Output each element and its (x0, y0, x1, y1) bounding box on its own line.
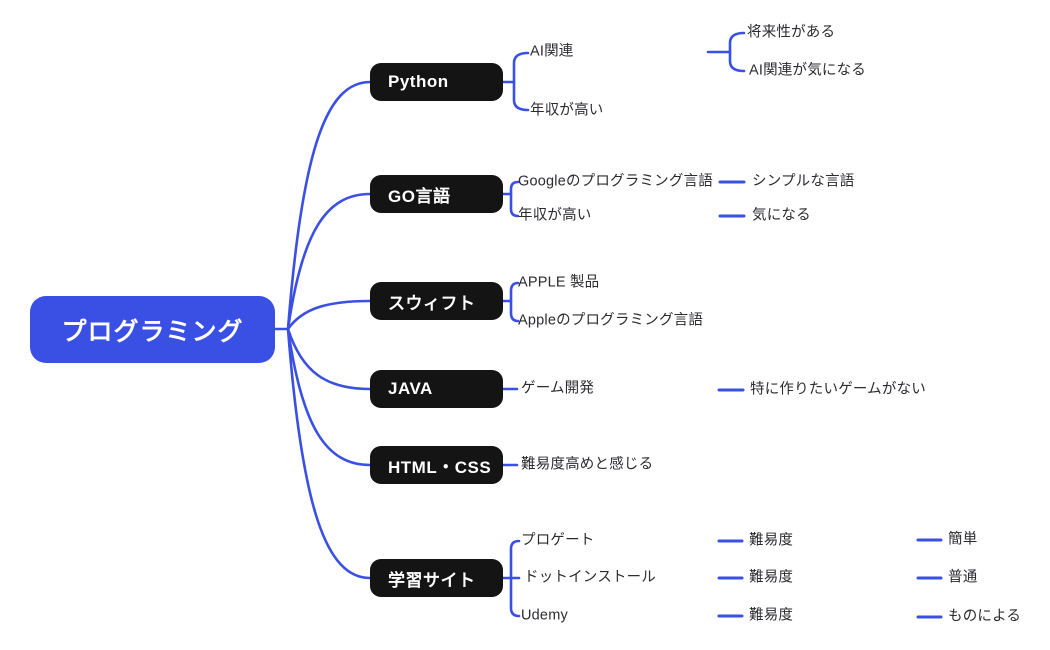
topic-apple-seihin[interactable]: APPLE 製品 (518, 274, 600, 291)
connector-aikanren-children (728, 31, 746, 73)
root-node-programming[interactable]: プログラミング (30, 296, 275, 363)
topic-nenshu-python[interactable]: 年収が高い (530, 102, 604, 119)
connector-root-java (286, 327, 372, 391)
topic-nanido-dotinstall[interactable]: 難易度 (749, 569, 794, 586)
topic-udemy[interactable]: Udemy (521, 607, 568, 624)
topic-progate[interactable]: プロゲート (521, 532, 595, 549)
topic-game-nai[interactable]: 特に作りたいゲームがない (750, 381, 926, 398)
branch-node-python[interactable]: Python (370, 63, 503, 101)
connector-root-swift (286, 299, 372, 331)
topic-ai-kanren[interactable]: AI関連 (530, 43, 574, 60)
topic-kininaru[interactable]: 気になる (752, 207, 811, 224)
topic-apple-lang[interactable]: Appleのプログラミング言語 (518, 312, 704, 329)
connector-python-children (512, 51, 530, 112)
topic-nenshu-go[interactable]: 年収が高い (518, 207, 592, 224)
connector-root-python (286, 80, 372, 331)
topic-game-dev[interactable]: ゲーム開発 (521, 380, 595, 397)
topic-ai-kininaru[interactable]: AI関連が気になる (749, 62, 866, 79)
topic-simple-lang[interactable]: シンプルな言語 (752, 173, 855, 190)
branch-node-gakushu[interactable]: 学習サイト (370, 559, 503, 597)
topic-nanido-progate[interactable]: 難易度 (749, 532, 794, 549)
connector-root-htmlcss (286, 327, 372, 467)
branch-node-go[interactable]: GO言語 (370, 175, 503, 213)
topic-shoraisei[interactable]: 将来性がある (747, 24, 836, 41)
branch-node-swift[interactable]: スウィフト (370, 282, 503, 320)
connector-go-children (509, 180, 520, 218)
topic-google-lang[interactable]: Googleのプログラミング言語 (518, 173, 713, 190)
topic-dotinstall[interactable]: ドットインストール (524, 569, 657, 586)
topic-mononiyoru[interactable]: ものによる (948, 608, 1022, 625)
topic-nanido-takame[interactable]: 難易度高めと感じる (521, 456, 654, 473)
branch-node-htmlcss[interactable]: HTML・CSS (370, 446, 503, 484)
branch-node-java[interactable]: JAVA (370, 370, 503, 408)
topic-nanido-udemy[interactable]: 難易度 (749, 607, 794, 624)
connector-swift-children (509, 281, 520, 323)
topic-kantan[interactable]: 簡単 (948, 531, 978, 548)
connector-root-gakushu (286, 327, 372, 580)
topic-futsu[interactable]: 普通 (948, 569, 978, 586)
connector-root-go (286, 192, 372, 331)
